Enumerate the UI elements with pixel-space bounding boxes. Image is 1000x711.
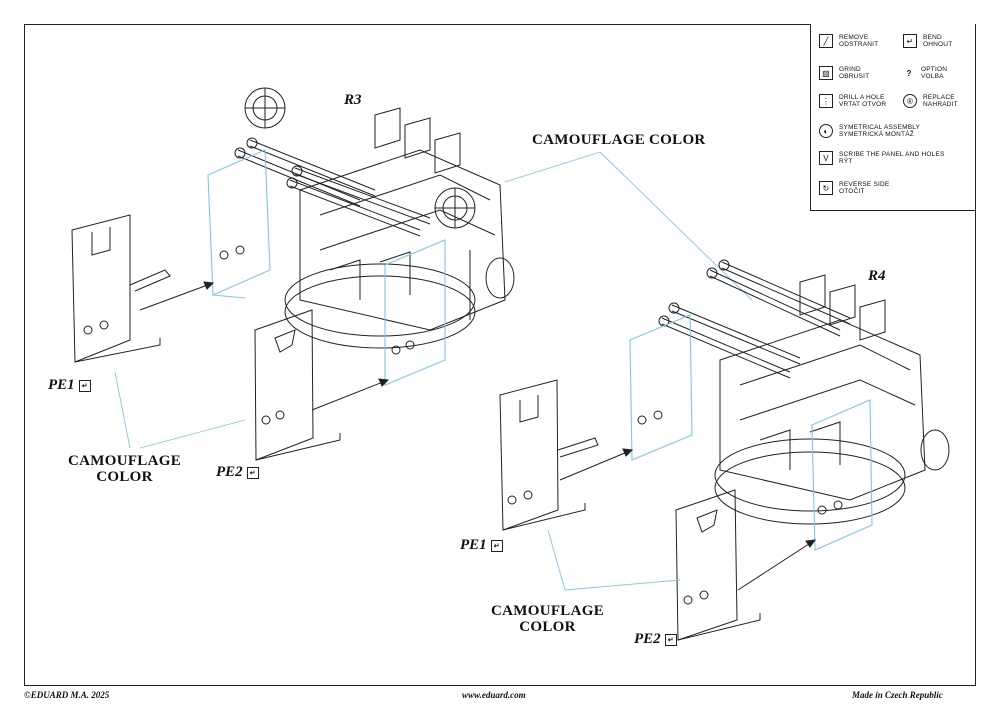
legend-grind-en: GRIND [839,66,861,73]
footer-website: www.eduard.com [462,690,526,700]
camouflage-right-line1: CAMOUFLAGE [491,603,604,619]
legend-grind-cz: OBRUSIT [839,73,870,80]
grind-icon: ▨ [819,66,833,80]
reverse-icon: ↻ [819,181,833,195]
bend-icon: ↵ [490,539,503,552]
legend-remove-cz: ODSTRANIT [839,41,879,48]
symmetry-icon: ◐ [819,124,833,138]
bend-icon: ↵ [246,466,259,479]
legend-bend-cz: OHNOUT [923,41,953,48]
camouflage-right-line2: COLOR [519,619,576,635]
bend-icon: ↵ [903,34,917,48]
gun-mount-r4 [658,259,950,525]
pe1-text: PE1 [460,537,487,553]
step-title-r4: R4 [868,268,886,284]
camouflage-color-label-right: CAMOUFLAGE COLOR [485,603,610,635]
pe1-text: PE1 [48,377,75,393]
gun-mount-r3 [234,87,515,349]
legend-option-en: OPTION [921,66,948,73]
footer-copyright: ©EDUARD M.A. 2025 [24,690,110,700]
shield-plates-r4 [629,314,873,551]
legend-reverse-cz: OTOČIT [839,188,865,195]
legend-reverse-en: REVERSE SIDE [839,181,890,188]
part-label-pe1-left: PE1↵ [48,377,91,394]
legend-option-cz: VOLBA [921,73,944,80]
scribe-icon: V [819,151,833,165]
step-title-r3: R3 [344,92,362,108]
legend-symmetry-en: SYMETRICAL ASSEMBLY [839,124,921,131]
part-label-pe2-left: PE2↵ [216,464,259,481]
legend-replace-en: REPLACE [923,94,955,101]
footer-origin: Made in Czech Republic [852,690,943,700]
legend-bend-en: BEND [923,34,942,41]
question-icon: ? [906,68,912,78]
camouflage-color-label-top: CAMOUFLAGE COLOR [532,132,706,148]
legend-scribe-en: SCRIBE THE PANEL AND HOLES [839,151,945,158]
shield-plates-r3 [207,149,446,386]
camouflage-left-line1: CAMOUFLAGE [68,453,181,469]
camouflage-left-line2: COLOR [96,469,153,485]
bend-icon: ↵ [78,379,91,392]
pe2-text: PE2 [216,464,243,480]
legend-drill-cz: VRTAT OTVOR [839,101,887,108]
bend-icon: ↵ [664,633,677,646]
legend-drill-en: DRILL A HOLE [839,94,885,101]
camouflage-color-label-left: CAMOUFLAGE COLOR [62,453,187,485]
legend-scribe-cz: RÝT [839,158,853,165]
page-frame [24,24,976,686]
legend-remove-en: REMOVE [839,34,869,41]
knife-icon: ╱ [819,34,833,48]
legend-symmetry-cz: SYMETRICKÁ MONTÁŽ [839,131,914,138]
pe2-text: PE2 [634,631,661,647]
part-label-pe1-right: PE1↵ [460,537,503,554]
part-label-pe2-right: PE2↵ [634,631,677,648]
drill-icon: ⋮ [819,94,833,108]
replace-icon: ® [903,94,917,108]
legend-replace-cz: NAHRADIT [923,101,958,108]
